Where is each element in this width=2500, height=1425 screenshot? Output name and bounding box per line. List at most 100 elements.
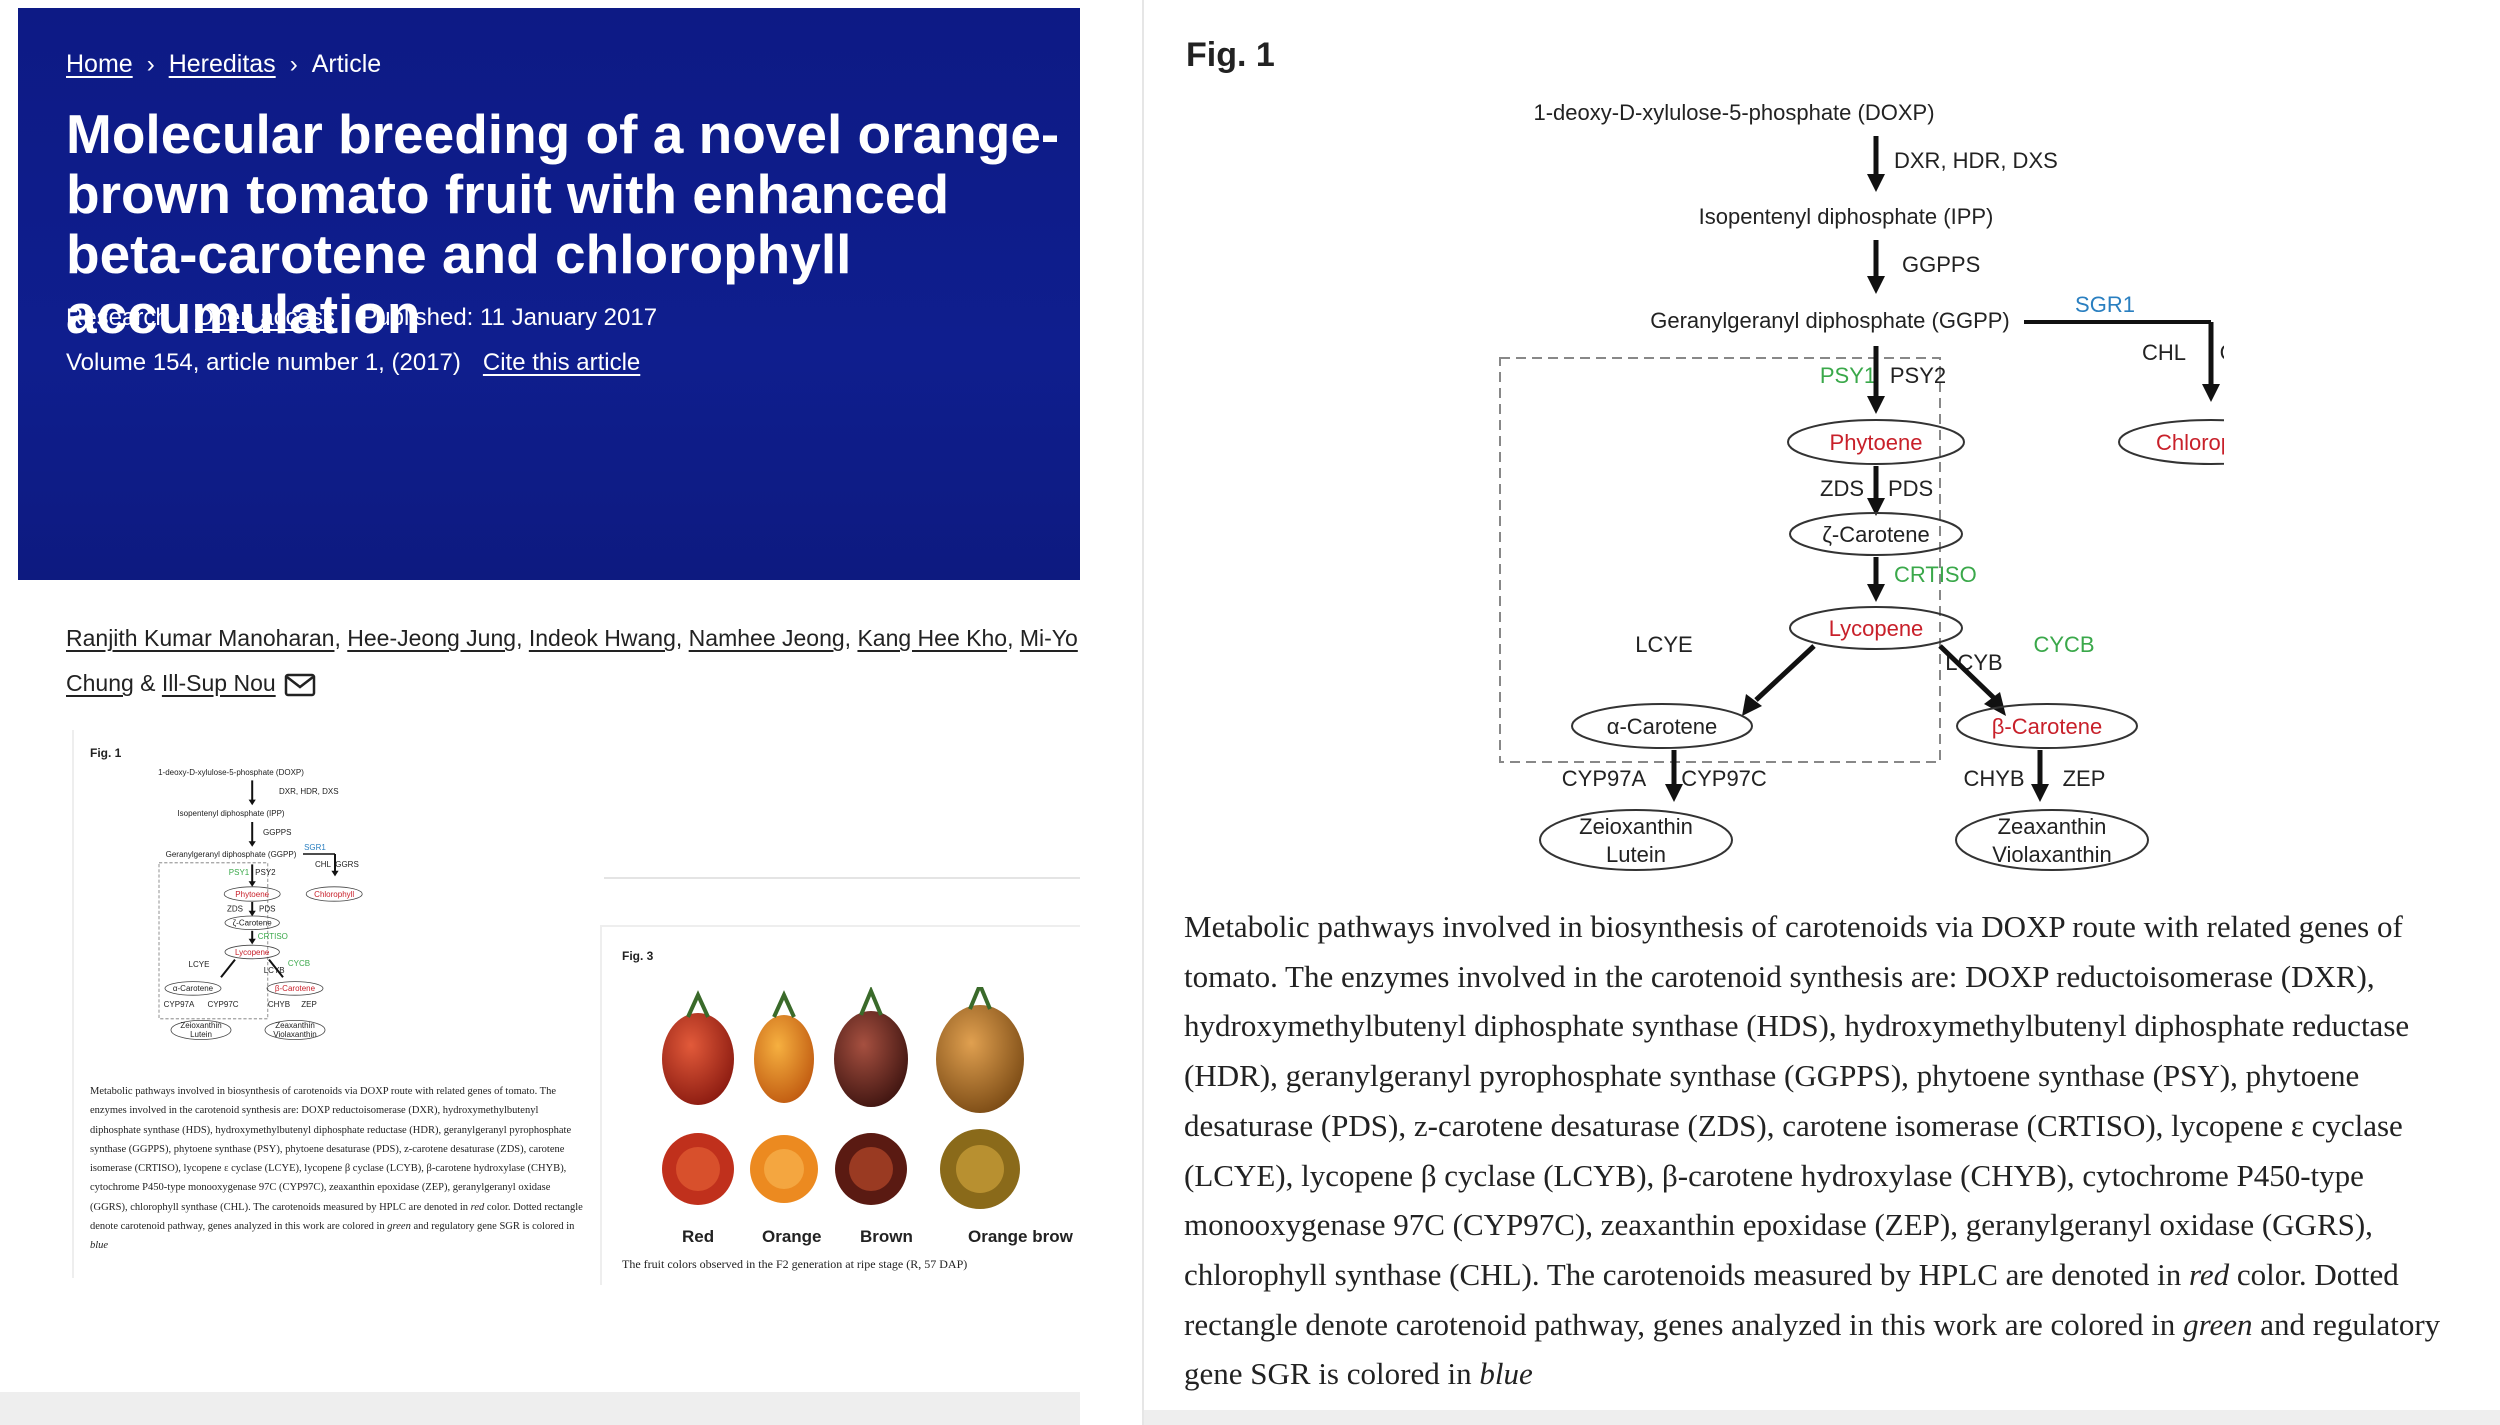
node-zeaxanthin: Zeaxanthin bbox=[1998, 814, 2107, 839]
svg-text:Phytoene: Phytoene bbox=[235, 890, 269, 899]
enzyme-pds: PDS bbox=[1888, 476, 1933, 501]
svg-text:LCYE: LCYE bbox=[189, 960, 210, 969]
enzyme-psy1: PSY1 bbox=[1820, 363, 1876, 388]
section-divider bbox=[604, 877, 1080, 879]
author-link[interactable]: Kang Hee Kho bbox=[857, 625, 1008, 651]
pane-divider bbox=[1142, 0, 1144, 1425]
figure-1-thumbnail-caption: Metabolic pathways involved in biosynthe… bbox=[90, 1086, 583, 1252]
svg-text:ζ-Carotene: ζ-Carotene bbox=[233, 919, 273, 928]
article-type: Research bbox=[66, 304, 169, 331]
left-pane: Home › Hereditas › Article Molecular bre… bbox=[0, 0, 1080, 1425]
article-title: Molecular breeding of a novel orange-bro… bbox=[66, 103, 1060, 345]
mail-icon[interactable] bbox=[284, 672, 316, 698]
whole-fruit-red bbox=[662, 990, 734, 1105]
author-link[interactable]: Namhee Jeong bbox=[688, 625, 845, 651]
carotenoid-pathway-box bbox=[1499, 357, 1941, 763]
node-lutein: Lutein bbox=[1606, 842, 1666, 867]
figure-1-thumbnail[interactable]: Fig. 1 1-deoxy-D-xylulose-5-phosphate (D… bbox=[72, 730, 594, 1278]
cut-fruit-red bbox=[662, 1133, 734, 1205]
enzyme-chl: CHL bbox=[2142, 340, 2186, 365]
enzyme-chyb: CHYB bbox=[1963, 766, 2024, 791]
breadcrumb-current: Article bbox=[311, 50, 382, 78]
enzyme-ggrs: GGRS bbox=[2220, 340, 2224, 365]
cut-fruit-brown bbox=[835, 1133, 907, 1205]
figure-title: Fig. 1 bbox=[1186, 36, 1275, 74]
figure-label: Fig. 3 bbox=[622, 949, 654, 963]
cite-article-link[interactable]: Cite this article bbox=[482, 349, 641, 376]
meta-separator: | bbox=[345, 304, 352, 331]
volume-info: Volume 154, article number 1, (2017) bbox=[66, 349, 461, 376]
author-link[interactable]: Mi-Yo bbox=[1019, 625, 1078, 651]
author-link[interactable]: Ranjith Kumar Manoharan bbox=[66, 625, 335, 651]
cut-fruit-orange bbox=[750, 1135, 818, 1203]
breadcrumb-separator: › bbox=[289, 50, 298, 78]
cut-fruit-orange-brown bbox=[940, 1129, 1020, 1209]
figure-3-thumbnail[interactable]: Fig. 3 Red Orange Brown Orange brow The … bbox=[600, 925, 1080, 1285]
enzyme-sgr1: SGR1 bbox=[2075, 292, 2135, 317]
node-doxp: 1-deoxy-D-xylulose-5-phosphate (DOXP) bbox=[158, 768, 304, 777]
author-link[interactable]: Hee-Jeong Jung bbox=[347, 625, 517, 651]
svg-text:CHYB: CHYB bbox=[268, 1000, 290, 1009]
node-doxp: 1-deoxy-D-xylulose-5-phosphate (DOXP) bbox=[1533, 100, 1934, 125]
enzyme-zep: ZEP bbox=[2063, 766, 2106, 791]
fruit-label-orange-brown: Orange brow bbox=[968, 1227, 1073, 1246]
enzyme-dxr: DXR, HDR, DXS bbox=[1894, 148, 2058, 173]
node-ggpp: Geranylgeranyl diphosphate (GGPP) bbox=[1650, 308, 2010, 333]
enzyme-crtiso: CRTISO bbox=[1894, 562, 1977, 587]
enzyme-ggpps: GGPPS bbox=[1902, 252, 1980, 277]
node-zeta-carotene: ζ-Carotene bbox=[1822, 522, 1930, 547]
author-link[interactable]: Indeok Hwang bbox=[528, 625, 676, 651]
svg-text:PDS: PDS bbox=[259, 905, 275, 914]
svg-text:GGRS: GGRS bbox=[335, 860, 359, 869]
fruit-label-red: Red bbox=[682, 1227, 715, 1246]
svg-text:DXR, HDR, DXS: DXR, HDR, DXS bbox=[279, 787, 339, 796]
article-header: Home › Hereditas › Article Molecular bre… bbox=[18, 8, 1080, 580]
fruit-label-brown: Brown bbox=[860, 1227, 913, 1246]
svg-text:LCYB: LCYB bbox=[264, 966, 285, 975]
node-lycopene: Lycopene bbox=[1829, 616, 1924, 641]
pathway-diagram: 1-deoxy-D-xylulose-5-phosphate (DOXP) DX… bbox=[1499, 100, 2224, 871]
enzyme-psy2: PSY2 bbox=[1890, 363, 1946, 388]
figure-label: Fig. 1 bbox=[90, 746, 122, 760]
svg-text:Lycopene: Lycopene bbox=[235, 948, 270, 957]
whole-fruit-orange bbox=[754, 990, 814, 1103]
author-list: Ranjith Kumar Manoharan, Hee-Jeong Jung,… bbox=[66, 625, 1078, 698]
node-zeioxanthin: Zeioxanthin bbox=[1579, 814, 1693, 839]
whole-fruit-orange-brown bbox=[936, 987, 1024, 1113]
svg-text:CHL: CHL bbox=[315, 860, 332, 869]
pathway-diagram-thumbnail: 1-deoxy-D-xylulose-5-phosphate (DOXP) DX… bbox=[158, 768, 363, 1040]
node-ipp: Isopentenyl diphosphate (IPP) bbox=[1699, 204, 1994, 229]
breadcrumb-journal-link[interactable]: Hereditas bbox=[168, 50, 276, 78]
bottom-scrollbar-area bbox=[1144, 1410, 2500, 1425]
svg-text:Isopentenyl diphosphate (IPP): Isopentenyl diphosphate (IPP) bbox=[177, 809, 285, 818]
breadcrumb-home-link[interactable]: Home bbox=[66, 50, 133, 78]
figure-3-thumbnail-caption: The fruit colors observed in the F2 gene… bbox=[622, 1257, 968, 1271]
enzyme-cycb: CYCB bbox=[2033, 632, 2094, 657]
meta-separator: | bbox=[178, 304, 185, 331]
published-date: Published: 11 January 2017 bbox=[361, 304, 658, 331]
svg-text:GGPPS: GGPPS bbox=[263, 828, 291, 837]
svg-text:CYP97C: CYP97C bbox=[207, 1000, 238, 1009]
tomato-fruit-photo bbox=[662, 987, 1024, 1209]
author-link[interactable]: Chung bbox=[66, 670, 134, 696]
svg-text:Zeioxanthin: Zeioxanthin bbox=[180, 1021, 221, 1030]
open-access-link[interactable]: Open access bbox=[194, 304, 336, 331]
bottom-scrollbar-area bbox=[0, 1392, 1080, 1425]
svg-text:SGR1: SGR1 bbox=[304, 843, 326, 852]
node-beta-carotene: β-Carotene bbox=[1992, 714, 2102, 739]
node-alpha-carotene: α-Carotene bbox=[1607, 714, 1718, 739]
svg-text:ZDS: ZDS bbox=[227, 905, 243, 914]
svg-text:α-Carotene: α-Carotene bbox=[173, 984, 214, 993]
breadcrumb-separator: › bbox=[146, 50, 155, 78]
node-chlorophyll: Chlorophyll bbox=[2156, 430, 2224, 455]
svg-text:CYP97A: CYP97A bbox=[164, 1000, 195, 1009]
article-meta: Research | Open access | Published: 11 J… bbox=[66, 304, 657, 332]
author-link[interactable]: Ill-Sup Nou bbox=[161, 670, 276, 696]
breadcrumb: Home › Hereditas › Article bbox=[66, 50, 381, 79]
enzyme-lcye: LCYE bbox=[1635, 632, 1692, 657]
svg-text:Chlorophyll: Chlorophyll bbox=[314, 890, 354, 899]
svg-text:β-Carotene: β-Carotene bbox=[275, 984, 316, 993]
svg-text:ZEP: ZEP bbox=[301, 1000, 317, 1009]
svg-text:CRTISO: CRTISO bbox=[258, 932, 288, 941]
article-citation-line: Volume 154, article number 1, (2017) Cit… bbox=[66, 349, 640, 377]
